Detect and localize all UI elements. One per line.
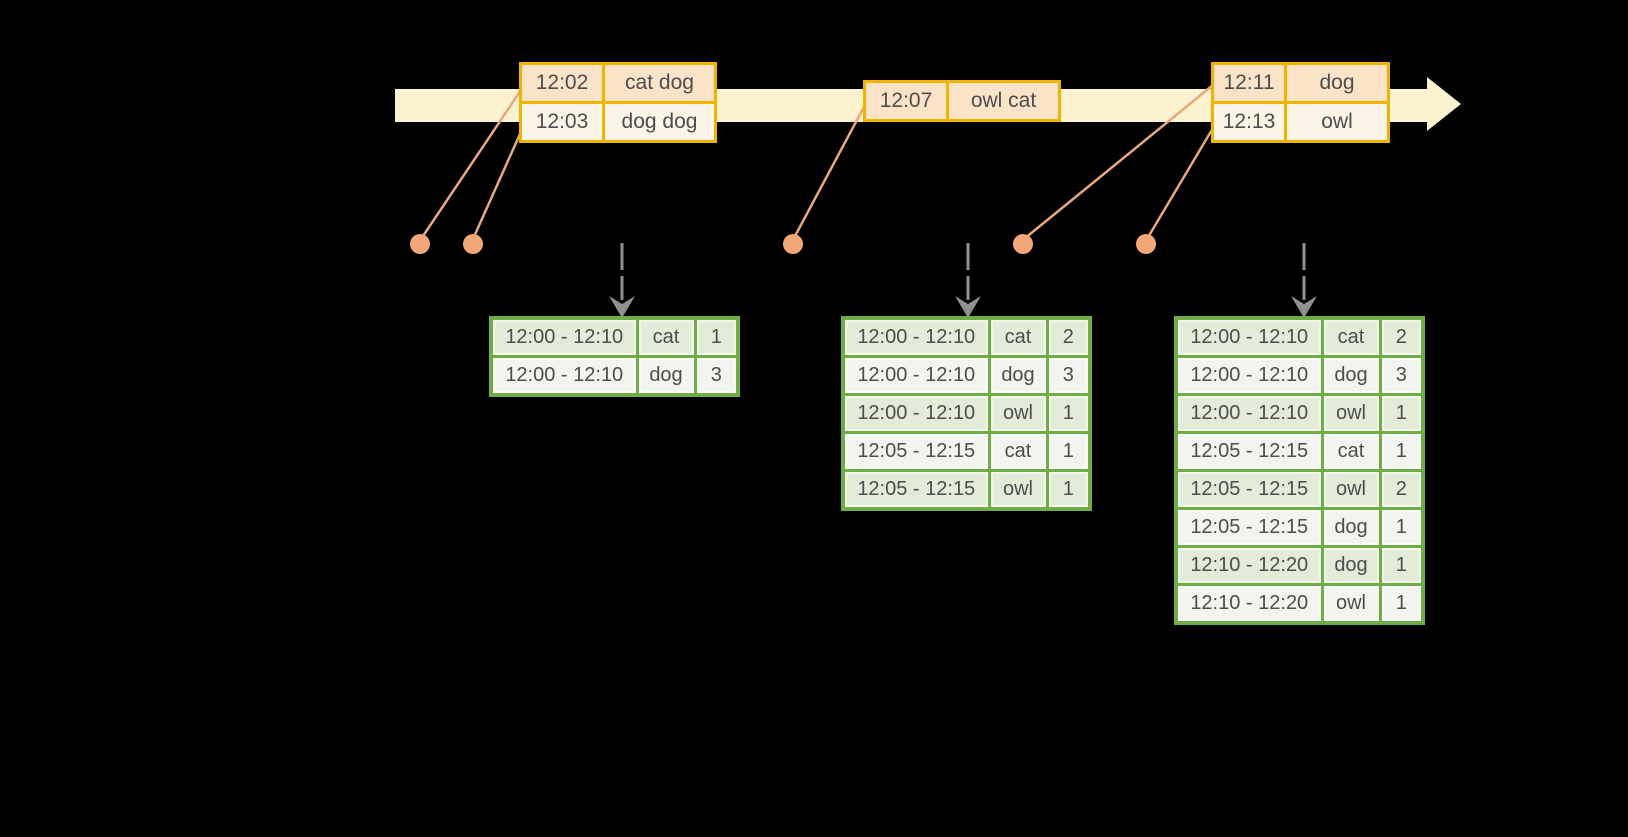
event-words-cell: owl bbox=[1284, 101, 1390, 143]
word-cell: owl bbox=[987, 393, 1049, 434]
trigger-arrow-head-icon bbox=[955, 296, 981, 318]
window-cell: 12:05 - 12:15 bbox=[1174, 469, 1324, 510]
event-connector-line bbox=[1145, 127, 1215, 240]
event-dot bbox=[1013, 234, 1033, 254]
window-cell: 12:00 - 12:10 bbox=[841, 393, 991, 434]
count-cell: 1 bbox=[1378, 545, 1425, 586]
window-cell: 12:05 - 12:15 bbox=[1174, 431, 1324, 472]
count-cell: 1 bbox=[693, 316, 740, 358]
event-time-cell: 12:11 bbox=[1211, 62, 1287, 104]
word-cell: dog bbox=[1320, 355, 1382, 396]
window-cell: 12:05 - 12:15 bbox=[841, 469, 991, 511]
window-cell: 12:00 - 12:10 bbox=[1174, 393, 1324, 434]
count-cell: 2 bbox=[1378, 316, 1425, 358]
count-cell: 3 bbox=[1378, 355, 1425, 396]
window-cell: 12:00 - 12:10 bbox=[489, 316, 639, 358]
count-cell: 3 bbox=[693, 355, 740, 397]
word-cell: dog bbox=[635, 355, 697, 397]
event-dots bbox=[410, 234, 1156, 254]
event-words-cell: dog dog bbox=[602, 101, 717, 143]
event-dot bbox=[783, 234, 803, 254]
event-dot bbox=[463, 234, 483, 254]
event-connector-line bbox=[419, 89, 523, 240]
trigger-arrow-head-icon bbox=[609, 296, 635, 318]
word-cell: cat bbox=[1320, 316, 1382, 358]
word-cell: cat bbox=[635, 316, 697, 358]
count-cell: 1 bbox=[1045, 393, 1092, 434]
count-cell: 1 bbox=[1378, 393, 1425, 434]
window-cell: 12:05 - 12:15 bbox=[1174, 507, 1324, 548]
count-cell: 3 bbox=[1045, 355, 1092, 396]
count-cell: 1 bbox=[1378, 507, 1425, 548]
event-words-cell: cat dog bbox=[602, 62, 717, 104]
word-cell: cat bbox=[1320, 431, 1382, 472]
event-dot bbox=[1136, 234, 1156, 254]
window-cell: 12:10 - 12:20 bbox=[1174, 545, 1324, 586]
event-connector-lines bbox=[419, 84, 1215, 240]
count-cell: 1 bbox=[1045, 469, 1092, 511]
event-connector-line bbox=[1023, 84, 1214, 240]
trigger-arrow-head-icon bbox=[1291, 296, 1317, 318]
count-cell: 1 bbox=[1045, 431, 1092, 472]
word-cell: owl bbox=[987, 469, 1049, 511]
event-time-cell: 12:03 bbox=[519, 101, 605, 143]
count-cell: 2 bbox=[1378, 469, 1425, 510]
word-cell: cat bbox=[987, 431, 1049, 472]
event-time-cell: 12:07 bbox=[863, 80, 949, 122]
window-cell: 12:00 - 12:10 bbox=[841, 355, 991, 396]
timeline-arrowhead-icon bbox=[1427, 77, 1461, 131]
word-cell: dog bbox=[1320, 507, 1382, 548]
word-cell: cat bbox=[987, 316, 1049, 358]
window-cell: 12:00 - 12:10 bbox=[841, 316, 991, 358]
word-cell: owl bbox=[1320, 469, 1382, 510]
window-cell: 12:00 - 12:10 bbox=[489, 355, 639, 397]
event-words-cell: owl cat bbox=[946, 80, 1061, 122]
event-connector-line bbox=[792, 104, 867, 239]
count-cell: 2 bbox=[1045, 316, 1092, 358]
event-connector-line bbox=[471, 133, 522, 240]
trigger-arrows bbox=[609, 243, 1317, 318]
word-cell: dog bbox=[1320, 545, 1382, 586]
window-cell: 12:10 - 12:20 bbox=[1174, 583, 1324, 625]
word-cell: owl bbox=[1320, 583, 1382, 625]
word-cell: owl bbox=[1320, 393, 1382, 434]
event-words-cell: dog bbox=[1284, 62, 1390, 104]
count-cell: 1 bbox=[1378, 431, 1425, 472]
event-time-cell: 12:13 bbox=[1211, 101, 1287, 143]
event-dot bbox=[410, 234, 430, 254]
window-cell: 12:00 - 12:10 bbox=[1174, 355, 1324, 396]
event-time-cell: 12:02 bbox=[519, 62, 605, 104]
window-cell: 12:00 - 12:10 bbox=[1174, 316, 1324, 358]
count-cell: 1 bbox=[1378, 583, 1425, 625]
word-cell: dog bbox=[987, 355, 1049, 396]
window-cell: 12:05 - 12:15 bbox=[841, 431, 991, 472]
